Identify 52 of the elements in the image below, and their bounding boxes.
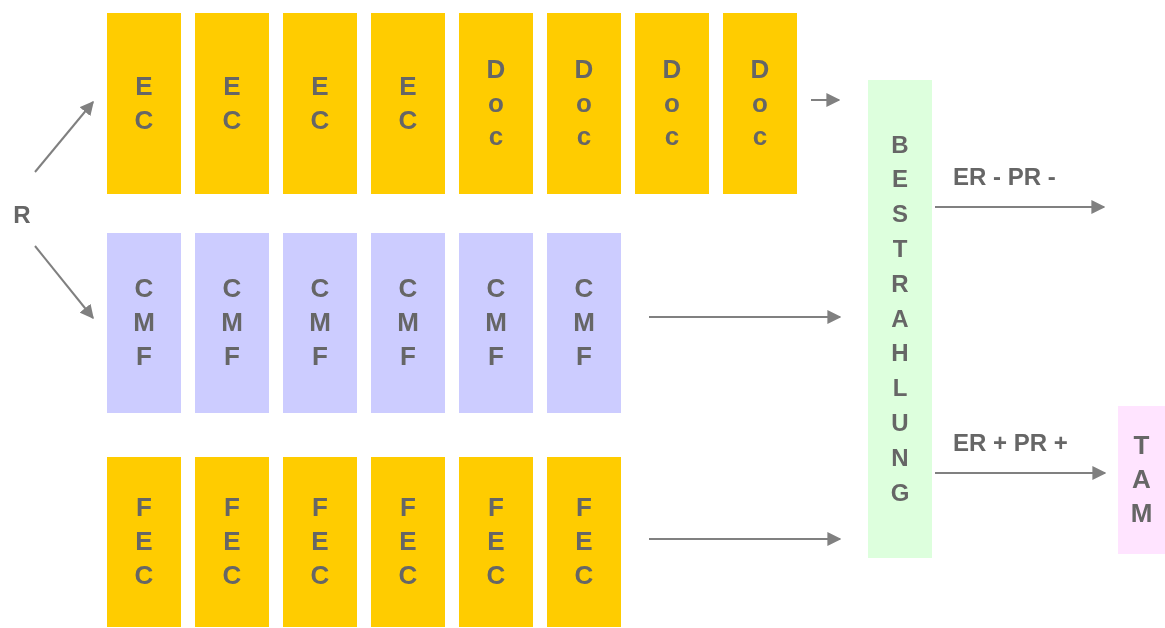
node-label: FEC [221,491,243,592]
group-box [283,457,357,627]
node-label: EC [397,69,419,137]
node-label: FEC [485,491,507,592]
treatment-bar [868,80,932,558]
node-label: Doc [485,52,507,154]
group-box [283,233,357,413]
node-label: FEC [309,491,331,592]
arrow [34,245,94,320]
node-label: TAM [1129,429,1154,530]
group-box [195,457,269,627]
group-box [547,457,621,627]
group-box [107,457,181,627]
group-box [459,13,533,194]
node-label: R [12,200,32,231]
node-label: CMF [572,272,596,373]
therapy-box [1118,406,1165,554]
node-label: Doc [749,52,771,154]
node-label: EC [221,69,243,137]
group-box [459,233,533,413]
node-label: FEC [133,491,155,592]
node-label: CMF [396,272,420,373]
arrow [810,93,841,107]
group-box [371,233,445,413]
group-box [371,13,445,194]
node-label: CMF [308,272,332,373]
group-box [371,457,445,627]
node-label: FEC [573,491,595,592]
group-box [195,13,269,194]
group-box [195,233,269,413]
node-label: CMF [220,272,244,373]
node-label: CMF [484,272,508,373]
group-box [107,13,181,194]
group-box [547,233,621,413]
group-box [547,13,621,194]
arrow [648,310,842,324]
node-label: Doc [573,52,595,154]
group-box [723,13,797,194]
group-box [107,233,181,413]
node-label: EC [133,69,155,137]
arrow [934,466,1107,480]
group-box [283,13,357,194]
node-label: EC [309,69,331,137]
node-label: CMF [132,272,156,373]
arrow [648,532,842,546]
node-label: Doc [661,52,683,154]
group-box [459,457,533,627]
group-box [635,13,709,194]
node-label: BESTRAHLUNG [889,129,911,508]
arrow [34,100,94,173]
node-label: FEC [397,491,419,592]
arrow [934,200,1106,214]
